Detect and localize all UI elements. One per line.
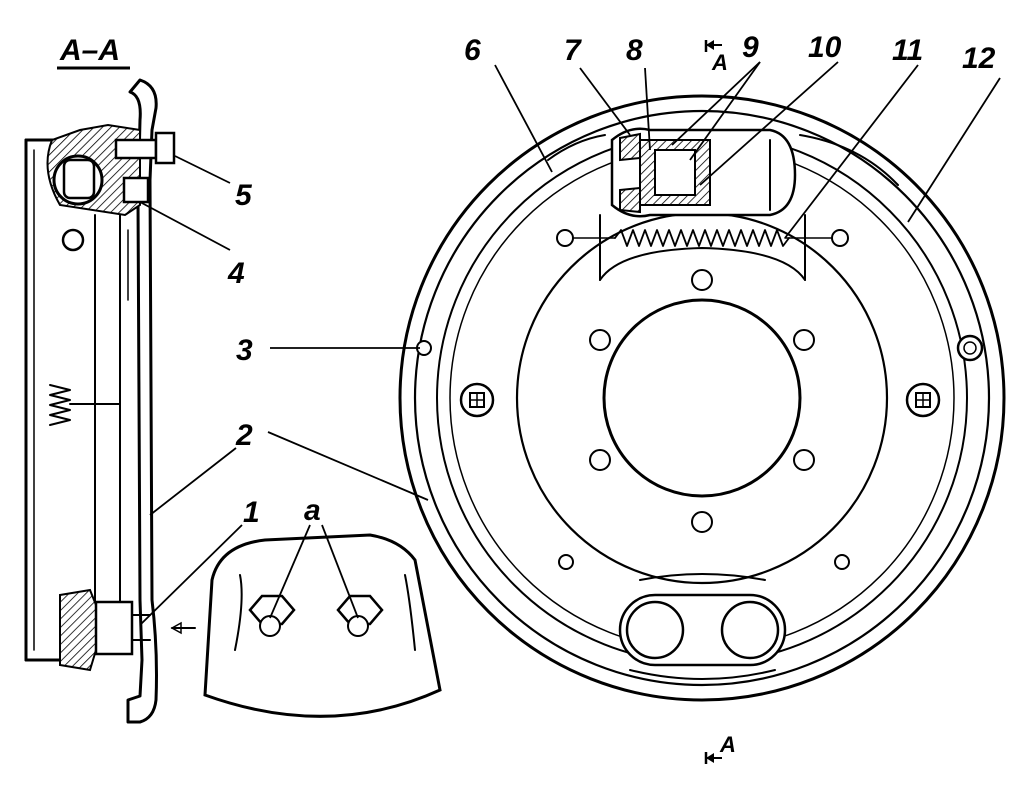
callout-2: 2	[235, 419, 253, 452]
cylinder-boot-bottom	[619, 186, 641, 214]
plate-hole-right-inner	[963, 341, 977, 355]
leader-lines	[139, 61, 1001, 626]
section-mark-label-top: A	[711, 50, 728, 75]
detail-inner-left	[234, 574, 243, 651]
bolt-hole	[793, 329, 815, 351]
anchor-section	[59, 588, 151, 672]
callout-labels: 1 2 3 4 5 6 7 8 9 10 11 12 a	[227, 31, 996, 529]
leader-9a	[671, 61, 761, 146]
cylinder-mount-bolt	[122, 176, 150, 204]
anchor-nut	[94, 600, 134, 656]
anchor-detail-view	[203, 533, 442, 718]
plate-hole-right	[956, 334, 984, 362]
front-view: A A	[398, 40, 1006, 764]
leader-a2	[321, 524, 359, 619]
leader-7	[579, 67, 631, 136]
hold-down-spring	[49, 384, 71, 426]
leader-8	[644, 67, 651, 151]
bleed-valve-body	[114, 138, 158, 160]
bolt-holes	[558, 269, 850, 570]
section-mark-bottom: A	[704, 732, 736, 764]
callout-8: 8	[626, 34, 643, 67]
callout-7: 7	[564, 34, 582, 67]
wheel-cylinder	[599, 127, 806, 281]
callout-3: 3	[236, 334, 253, 367]
leader-12	[907, 77, 1001, 223]
bolt-hole	[793, 449, 815, 471]
leader-2a	[149, 447, 237, 516]
callout-9: 9	[742, 31, 759, 64]
leader-a1	[269, 524, 311, 619]
small-hole	[834, 554, 850, 570]
leader-2b	[267, 431, 429, 501]
section-view: A–A	[24, 34, 196, 724]
wheel-cylinder-section	[46, 123, 176, 217]
callout-a: a	[304, 494, 321, 527]
shoe-top-left	[547, 134, 606, 161]
section-mark-top: A	[704, 40, 728, 75]
anchor-plate-hatch	[59, 588, 97, 672]
leader-1	[139, 524, 243, 626]
hold-down-pin-right	[905, 382, 941, 418]
backing-plate-rim	[413, 109, 991, 687]
detail-outline	[203, 533, 442, 718]
cylinder-boot-top	[619, 132, 641, 162]
leader-11	[784, 64, 919, 239]
bolt-hole	[691, 269, 713, 291]
leader-5	[174, 155, 231, 184]
backing-plate-profile	[126, 78, 158, 724]
callout-5: 5	[235, 179, 253, 212]
cylinder-piston	[654, 149, 696, 196]
callout-10: 10	[808, 31, 842, 64]
leader-4	[139, 201, 231, 251]
leader-6	[494, 64, 553, 173]
hub-bore	[602, 298, 802, 498]
anchor-bolt-right-icon	[347, 615, 369, 637]
section-title: A–A	[59, 34, 120, 67]
anchor-bolt-left-icon	[259, 615, 281, 637]
section-mark-label-bottom: A	[719, 732, 736, 757]
return-spring	[556, 229, 849, 247]
bolt-hole	[691, 511, 713, 533]
anchor-block	[618, 573, 787, 680]
callout-11: 11	[892, 34, 923, 67]
backing-plate-outer	[398, 94, 1006, 702]
leader-9b	[689, 61, 761, 161]
bolt-hole	[589, 449, 611, 471]
hold-down-pin-left	[459, 382, 495, 418]
bleed-valve-cap	[154, 131, 176, 165]
callout-4: 4	[227, 257, 245, 290]
callout-12: 12	[962, 42, 996, 75]
detail-inner-right	[404, 574, 416, 651]
view-arrow-head	[170, 621, 182, 635]
small-hole	[558, 554, 574, 570]
leader-10	[699, 61, 839, 186]
piston	[62, 158, 96, 200]
shoe-top-right	[799, 134, 899, 186]
callout-1: 1	[243, 496, 260, 529]
spring-hole	[61, 228, 85, 252]
callout-6: 6	[464, 34, 481, 67]
shoe-web-top	[599, 247, 806, 281]
bolt-hole	[589, 329, 611, 351]
